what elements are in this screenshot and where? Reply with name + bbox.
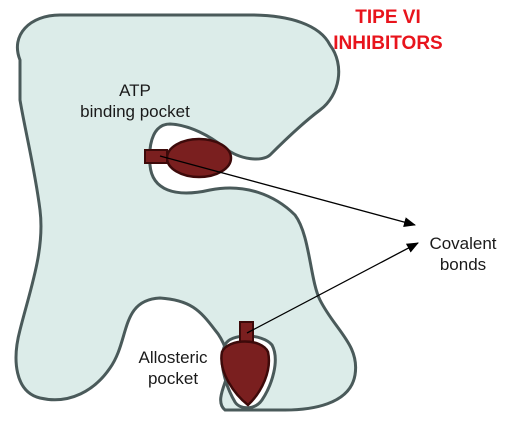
title-line-1: TIPE VI [318,5,458,31]
covalent-bonds-label: Covalent bonds [418,233,508,275]
title-line-2: INHIBITORS [318,31,458,57]
allosteric-label-line-1: Allosteric [118,347,228,368]
allosteric-pocket-label: Allosteric pocket [118,347,228,389]
atp-pocket-label: ATP binding pocket [60,80,210,122]
covalent-label-line-1: Covalent [418,233,508,254]
atp-label-line-1: ATP [60,80,210,101]
covalent-label-line-2: bonds [418,254,508,275]
atp-label-line-2: binding pocket [60,101,210,122]
diagram-title: TIPE VI INHIBITORS [318,5,458,57]
atp-inhibitor-body [167,139,231,177]
allosteric-label-line-2: pocket [118,368,228,389]
